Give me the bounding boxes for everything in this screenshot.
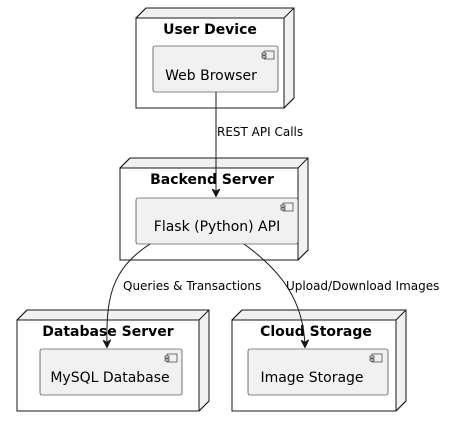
component-label: Web Browser <box>165 68 257 84</box>
edge-queries-transactions: Queries & Transactions <box>107 243 261 347</box>
component-label: Flask (Python) API <box>154 219 280 235</box>
node-title: Cloud Storage <box>260 324 372 340</box>
node-backend-server: Backend Server Flask (Python) API <box>119 157 309 261</box>
node-database-server: Database Server MySQL Database <box>16 309 210 412</box>
component-label: Image Storage <box>260 370 363 386</box>
node-title: User Device <box>163 22 257 38</box>
node-title: Database Server <box>42 324 173 340</box>
component-web-browser: Web Browser <box>152 45 279 93</box>
edge-upload-download: Upload/Download Images <box>243 243 439 347</box>
edge-label: Upload/Download Images <box>286 279 439 293</box>
component-icon <box>280 202 294 212</box>
component-flask-api: Flask (Python) API <box>135 197 299 245</box>
component-icon <box>164 353 178 363</box>
component-icon <box>261 50 275 60</box>
edge-label: Queries & Transactions <box>123 279 261 293</box>
component-mysql-database: MySQL Database <box>39 348 183 396</box>
component-icon <box>369 353 383 363</box>
node-title: Backend Server <box>150 172 274 188</box>
edge-rest-api: REST API Calls <box>216 92 303 196</box>
edge-label: REST API Calls <box>217 125 303 139</box>
component-label: MySQL Database <box>50 370 169 386</box>
component-image-storage: Image Storage <box>247 348 389 396</box>
node-cloud-storage: Cloud Storage Image Storage <box>231 309 407 412</box>
node-user-device: User Device Web Browser <box>135 7 295 109</box>
